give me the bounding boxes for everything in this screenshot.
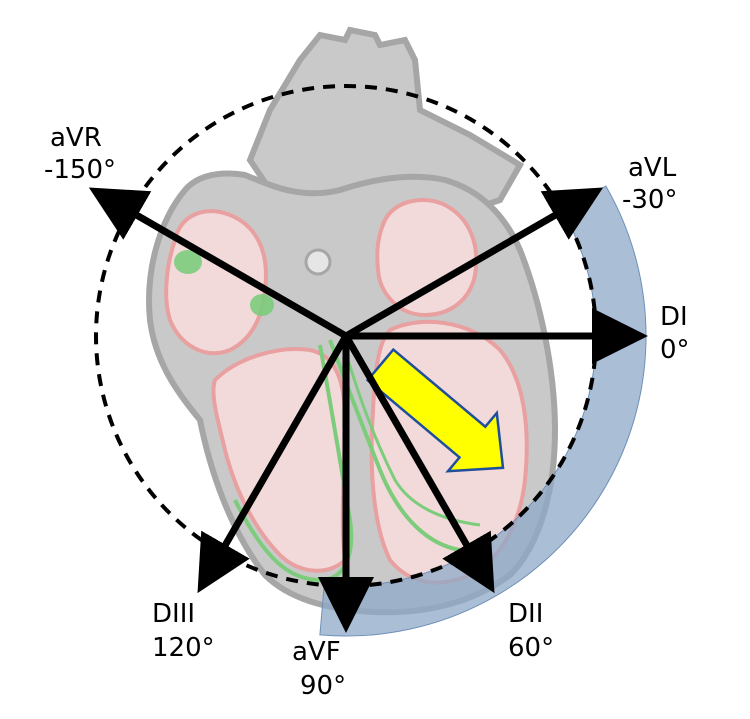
- lead-label-avf-angle: 90°: [300, 671, 346, 701]
- sinoatrial-node: [174, 250, 202, 274]
- lead-label-dii-name: DII: [508, 599, 543, 629]
- aortic-valve: [304, 248, 332, 276]
- lead-label-avf-name: aVF: [292, 637, 341, 667]
- lead-label-avr-angle: -150°: [44, 155, 116, 185]
- lead-label-avl-angle: -30°: [622, 185, 677, 215]
- lead-axes: [88, 187, 648, 633]
- lead-axis-diii: [197, 334, 350, 594]
- lead-labels: aVR -150° aVL -30° DI 0° DII 60° aVF 90°…: [44, 123, 690, 701]
- lead-label-diii-name: DIII: [152, 599, 195, 629]
- purkinje-fibers: [343, 349, 481, 527]
- lead-axis-avl: [344, 187, 604, 340]
- lead-axis-avr: [88, 187, 348, 340]
- lead-axis-dii: [342, 334, 495, 594]
- heart-illustration: [146, 26, 559, 616]
- lead-label-di-angle: 0°: [660, 335, 690, 365]
- left-atrium: [375, 198, 479, 318]
- lead-label-diii-angle: 120°: [152, 633, 215, 663]
- lead-label-di-name: DI: [660, 302, 688, 332]
- lead-label-dii-angle: 60°: [508, 633, 554, 663]
- atrioventricular-node: [250, 294, 274, 316]
- lead-label-avl-name: aVL: [628, 153, 677, 183]
- lead-label-avr-name: aVR: [50, 123, 102, 153]
